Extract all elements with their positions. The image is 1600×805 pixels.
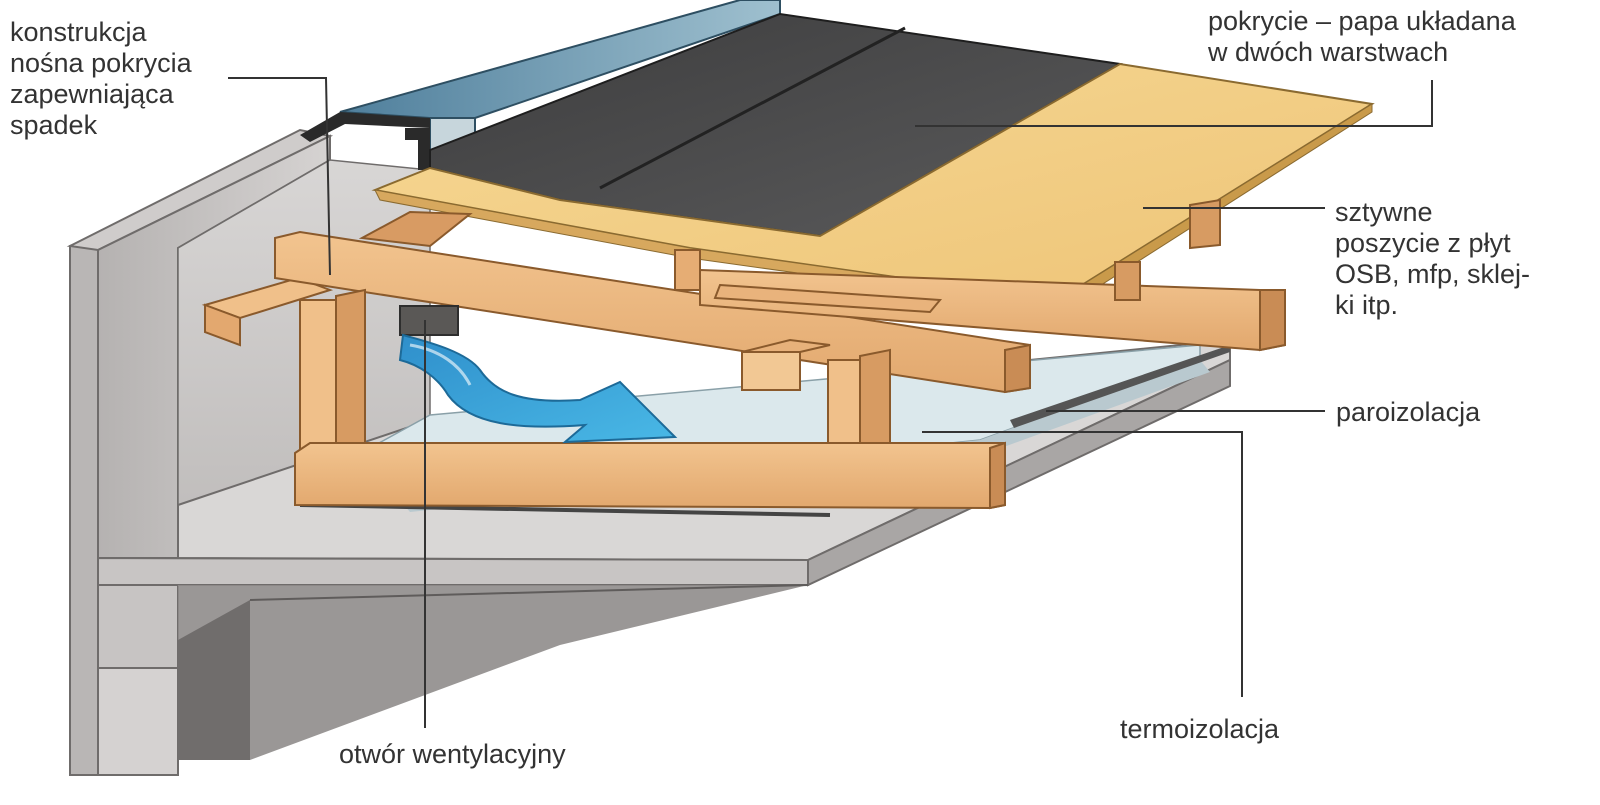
label-line: poszycie z płyt (1335, 228, 1511, 258)
leader-line-pokrycie (915, 80, 1433, 127)
label-line: w dwóch warstwach (1208, 37, 1449, 67)
label-line: sztywne (1335, 197, 1433, 227)
label-line: paroizolacja (1336, 397, 1481, 427)
label-vapour-barrier: paroizolacja (1336, 397, 1480, 428)
label-line: nośna pokrycia (10, 48, 192, 78)
label-rigid-sheathing: sztywne poszycie z płyt OSB, mfp, sklej-… (1335, 197, 1530, 321)
vapour-barrier (299, 345, 1230, 517)
label-ventilation-opening: otwór wentylacyjny (339, 739, 566, 770)
label-line: otwór wentylacyjny (339, 739, 566, 769)
label-line: spadek (10, 110, 98, 140)
label-line: pokrycie – papa układana (1208, 6, 1516, 36)
leader-line-konstrukcja (228, 77, 331, 276)
leader-line-termoizolacja (922, 431, 1243, 697)
label-thermal-insulation: termoizolacja (1120, 714, 1279, 745)
label-line: ki itp. (1335, 290, 1399, 320)
label-roof-covering: pokrycie – papa układana w dwóch warstwa… (1208, 6, 1516, 68)
leader-lines (228, 77, 1433, 728)
label-line: OSB, mfp, sklej- (1335, 259, 1531, 289)
ventilation-opening (399, 305, 459, 336)
label-line: zapewniająca (10, 79, 174, 109)
label-line: konstrukcja (10, 17, 147, 47)
label-line: termoizolacja (1120, 714, 1280, 744)
label-load-bearing-structure: konstrukcja nośna pokrycia zapewniająca … (10, 17, 192, 141)
timber-structure (201, 198, 1286, 510)
airflow-arrow (398, 333, 678, 444)
